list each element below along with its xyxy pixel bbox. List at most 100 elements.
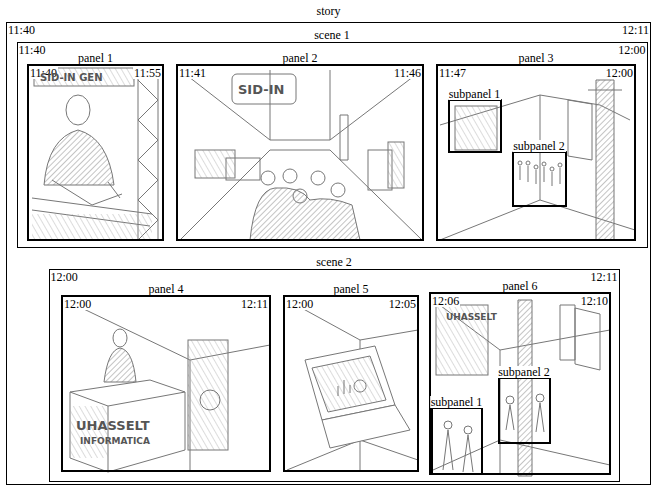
sketch-stroke xyxy=(340,115,348,160)
sketch-stroke xyxy=(66,95,90,125)
sketch-lettering: UHASSELT xyxy=(446,312,497,322)
sketch-stroke xyxy=(195,150,235,178)
sketch-stroke xyxy=(388,142,404,188)
time-stamp: 12:00 xyxy=(50,271,79,283)
time-stamp: 11:46 xyxy=(393,67,422,79)
sketch-stroke xyxy=(188,340,228,450)
sketch-stroke xyxy=(443,430,453,470)
sketch-stroke xyxy=(70,392,185,472)
sketch-stroke xyxy=(455,106,497,150)
time-stamp: 11:55 xyxy=(133,67,162,79)
sketch-stroke xyxy=(536,394,544,402)
time-stamp: 11:47 xyxy=(438,67,467,79)
sketch-stroke xyxy=(283,169,297,183)
sketch-stroke xyxy=(287,300,418,470)
sketch-stroke xyxy=(44,130,114,185)
sketch-stroke xyxy=(180,70,422,240)
time-stamp: 11:40 xyxy=(7,24,36,36)
scene-box: scene 111:4012:00panel 111:4011:55panel … xyxy=(17,42,648,248)
sketch-stroke xyxy=(70,380,185,406)
node-heading: story xyxy=(317,5,341,17)
node-heading: subpanel 1 xyxy=(448,88,502,100)
sketch-lettering: SID-IN xyxy=(238,82,284,97)
sketch-stroke xyxy=(433,300,610,476)
sketch-stroke xyxy=(560,305,575,360)
time-stamp: 12:00 xyxy=(605,67,634,79)
sketch-stroke xyxy=(32,214,152,240)
time-stamp: 12:10 xyxy=(580,295,609,307)
time-stamp: 12:11 xyxy=(621,24,650,36)
sketch-stroke xyxy=(575,308,600,370)
subpanel-box: subpanel 2 xyxy=(498,377,551,444)
sketch-stroke xyxy=(250,188,360,240)
sketch-stroke xyxy=(518,300,532,476)
sketch-stroke xyxy=(568,100,592,160)
sketch-stroke xyxy=(444,421,452,429)
subpanel-box: subpanel 1 xyxy=(431,407,483,475)
panel-box: panel 512:0012:05 xyxy=(283,295,419,472)
sketch-stroke xyxy=(32,68,635,476)
panel-box: panel 311:4712:00subpanel 1subpanel 2 xyxy=(436,64,636,241)
time-stamp: 12:00 xyxy=(617,44,646,56)
node-heading: scene 2 xyxy=(316,256,352,268)
sketch-stroke xyxy=(113,329,127,347)
node-heading: subpanel 1 xyxy=(430,396,484,408)
time-stamp: 12:05 xyxy=(388,298,417,310)
node-heading: panel 6 xyxy=(503,280,538,292)
sketch-lettering: UHASSELT xyxy=(76,418,150,433)
sketch-stroke xyxy=(65,300,270,470)
node-heading: subpanel 2 xyxy=(512,140,566,152)
node-heading: panel 3 xyxy=(519,52,554,64)
sketch-stroke xyxy=(180,70,422,140)
sketch-stroke xyxy=(518,161,522,165)
sketch-stroke xyxy=(526,161,530,165)
sketch-stroke xyxy=(558,163,562,167)
node-heading: scene 1 xyxy=(314,29,350,41)
time-stamp: 12:06 xyxy=(431,295,460,307)
sketch-stroke xyxy=(506,396,514,404)
sketch-stroke xyxy=(542,162,546,166)
sketch-stroke xyxy=(520,166,560,186)
time-stamp: 11:40 xyxy=(18,44,47,56)
sketch-stroke xyxy=(550,167,554,171)
panel-box: panel 211:4111:46 xyxy=(176,64,424,241)
sketch-stroke xyxy=(440,80,635,240)
sketch-stroke xyxy=(226,158,260,180)
sketch-stroke xyxy=(536,403,544,432)
sketch-stroke xyxy=(331,183,345,197)
sketch-stroke xyxy=(464,426,472,434)
sketch-stroke xyxy=(506,405,514,430)
subpanel-box: subpanel 2 xyxy=(512,151,567,207)
time-stamp: 12:11 xyxy=(590,271,619,283)
sketch-stroke xyxy=(588,90,622,91)
sketch-stroke xyxy=(596,80,614,240)
node-heading: panel 4 xyxy=(149,283,184,295)
sketch-stroke xyxy=(200,390,220,410)
sketch-stroke xyxy=(312,356,386,412)
sketch-stroke xyxy=(65,300,270,472)
sketch-stroke xyxy=(180,150,422,240)
sketch-stroke xyxy=(322,405,410,448)
time-stamp: 12:11 xyxy=(240,298,269,310)
sketch-stroke xyxy=(433,300,610,475)
time-stamp: 12:00 xyxy=(63,298,92,310)
sketch-stroke xyxy=(463,435,473,472)
sketch-stroke xyxy=(32,68,158,240)
time-stamp: 12:00 xyxy=(285,298,314,310)
subpanel-box: subpanel 1 xyxy=(448,99,502,153)
sketch-stroke xyxy=(261,171,275,185)
sketch-stroke xyxy=(287,300,418,470)
sketch-stroke xyxy=(311,171,325,185)
panel-box: panel 111:4011:55 xyxy=(27,64,164,241)
node-heading: subpanel 2 xyxy=(497,366,551,378)
sketch-stroke xyxy=(534,165,538,169)
node-heading: panel 2 xyxy=(283,52,318,64)
node-heading: panel 1 xyxy=(78,52,113,64)
time-stamp: 11:41 xyxy=(178,67,207,79)
sketch-lettering: INFORMATICA xyxy=(80,436,150,446)
story-box: story11:4012:11scene 111:4012:00panel 11… xyxy=(6,22,651,485)
sketch-stroke xyxy=(338,380,366,396)
sketch-stroke xyxy=(232,74,296,104)
scene-box: scene 212:0012:11panel 412:0012:11panel … xyxy=(49,269,620,482)
